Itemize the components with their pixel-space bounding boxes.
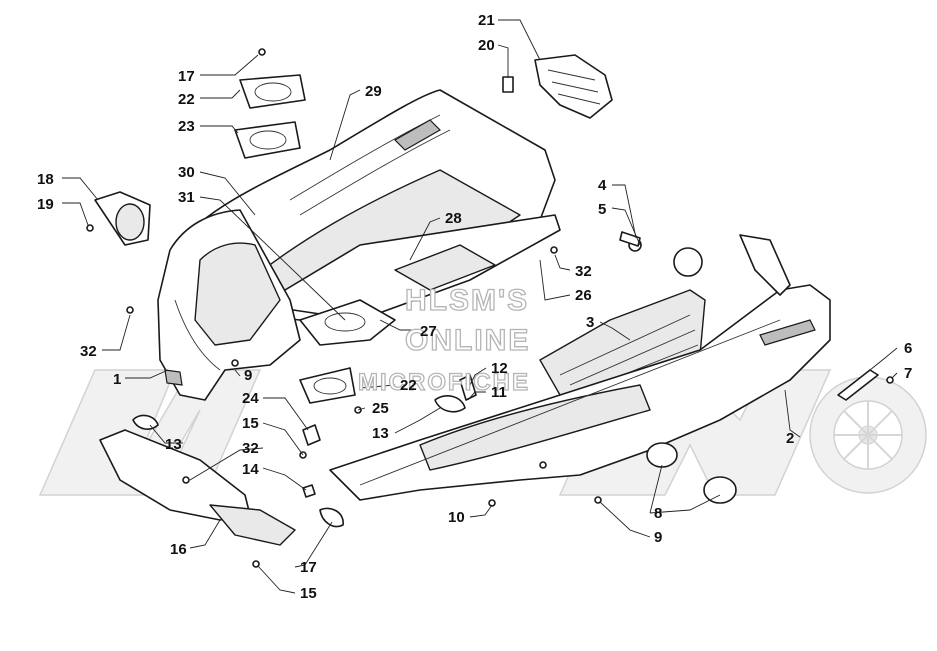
callout-25: 25 (372, 400, 389, 417)
callout-8: 8 (654, 505, 662, 522)
watermark-line-3: MICROFICHE (358, 369, 530, 396)
callout-4: 4 (598, 177, 607, 194)
part-6-plate (837, 369, 879, 401)
hardware-fasteners (86, 48, 894, 568)
callout-18: 18 (37, 171, 54, 188)
callout-5: 5 (598, 201, 606, 218)
watermark-line-2: ONLINE (405, 324, 530, 357)
callout-22-top: 22 (178, 91, 195, 108)
callout-24: 24 (242, 390, 259, 407)
part-1-left-side-panel (157, 209, 301, 401)
callout-32-right: 32 (575, 263, 592, 280)
callout-29: 29 (365, 83, 382, 100)
parts-17-22-23-gasket-plates (234, 74, 306, 159)
callout-23: 23 (178, 118, 195, 135)
callout-14: 14 (242, 461, 259, 478)
callout-7: 7 (904, 365, 912, 382)
part-18-boot (94, 191, 151, 246)
callout-2: 2 (786, 430, 794, 447)
callout-16: 16 (170, 541, 187, 558)
callout-19: 19 (37, 196, 54, 213)
callout-9-bottom: 9 (654, 529, 662, 546)
callout-11: 11 (491, 384, 507, 401)
leader-lines (62, 19, 898, 594)
callout-10: 10 (448, 509, 465, 526)
part-16-lower-bumper (99, 429, 296, 546)
callout-22-mid: 22 (400, 377, 417, 394)
callout-9-left: 9 (244, 367, 252, 384)
callout-12: 12 (491, 360, 508, 377)
callout-32-mid: 32 (242, 440, 259, 457)
watermark-line-1: HLSM'S (405, 284, 529, 317)
callout-13-mid: 13 (372, 425, 389, 442)
part-8-plug (646, 442, 737, 504)
callout-30: 30 (178, 164, 195, 181)
callout-labels: 17 22 23 29 21 20 18 19 30 31 28 4 5 32 … (37, 12, 912, 602)
callout-15-bottom: 15 (300, 585, 317, 602)
callout-17-bottom: 17 (300, 559, 317, 576)
part-2-right-side-panel (329, 234, 831, 501)
callout-26: 26 (575, 287, 592, 304)
callout-32-left: 32 (80, 343, 97, 360)
callout-31: 31 (178, 189, 195, 206)
watermark-text: HLSM'S ONLINE MICROFICHE (357, 283, 530, 396)
part-21-front-grille (534, 54, 613, 119)
callout-1: 1 (113, 371, 121, 388)
callout-13-left: 13 (165, 436, 182, 453)
callout-15-mid: 15 (242, 415, 259, 432)
callout-17-top: 17 (178, 68, 195, 85)
callout-28: 28 (445, 210, 462, 227)
callout-21: 21 (478, 12, 495, 29)
callout-6: 6 (904, 340, 912, 357)
parts-27-22-mid-plates (299, 299, 396, 404)
callout-20: 20 (478, 37, 495, 54)
callout-27: 27 (420, 323, 437, 340)
callout-3: 3 (586, 314, 594, 331)
